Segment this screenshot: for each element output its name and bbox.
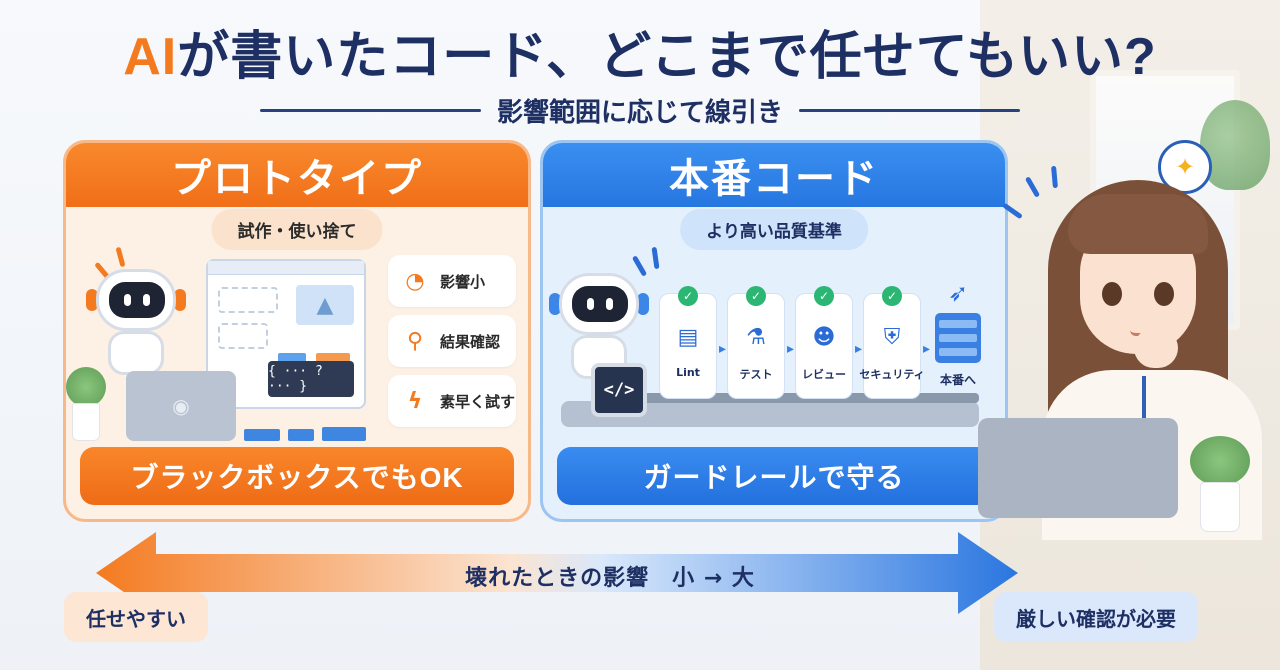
robot-eye <box>587 298 594 310</box>
production-footer: ガードレールで守る <box>557 447 991 505</box>
check-icon: ✓ <box>678 286 698 306</box>
subtitle-row: 影響範囲に応じて線引き <box>260 90 1021 130</box>
feature-quick-try: ϟ 素早く試す <box>388 375 516 427</box>
prototype-footer: ブラックボックスでもOK <box>80 447 514 505</box>
step-label: テスト <box>739 368 773 381</box>
step-label: 本番へ <box>939 373 976 387</box>
plant-leaves <box>66 367 106 407</box>
prototype-pill: 試作・使い捨て <box>211 209 383 250</box>
arrow-right-icon: ▸ <box>719 341 727 357</box>
step-security: ✓ ⛨ セキュリティ <box>859 286 925 399</box>
impact-arrow <box>96 532 1018 614</box>
woman-hand <box>1134 328 1178 368</box>
robot-ear <box>86 289 98 311</box>
lightning-icon: ϟ <box>407 388 423 414</box>
feature-label: 結果確認 <box>440 332 501 351</box>
block-cube <box>244 429 280 441</box>
woman-eye <box>1102 282 1122 306</box>
rocket-icon: ➶ <box>947 279 969 307</box>
robot-ear <box>174 289 186 311</box>
robot-body <box>108 331 164 375</box>
check-icon: ✓ <box>814 286 834 306</box>
title-rest: が書いたコード、どこまで任せてもいい? <box>177 28 1157 86</box>
laptop-icon <box>978 418 1178 518</box>
flask-icon: ⚗ <box>746 324 766 350</box>
arrow-right-icon: ▸ <box>855 341 863 357</box>
mock-placeholder <box>218 323 268 349</box>
arrow-right-icon: ▸ <box>787 341 795 357</box>
robot-head <box>559 273 639 335</box>
robot-face <box>572 286 628 322</box>
document-icon: ▤ <box>677 324 699 350</box>
step-lint: ✓ ▤ Lint <box>659 286 717 399</box>
easy-to-delegate-tag: 任せやすい <box>64 592 208 642</box>
title-ai: AI <box>123 28 178 86</box>
magnifier-icon: ⚲ <box>406 328 424 354</box>
robot-eye <box>124 294 131 306</box>
shield-icon: ⛨ <box>883 324 901 350</box>
subtitle: 影響範囲に応じて線引き <box>497 97 784 128</box>
code-snippet: { ··· ? ··· } <box>268 361 354 397</box>
plant-icon <box>1190 436 1250 536</box>
strict-check-tag: 厳しい確認が必要 <box>994 592 1198 642</box>
page-title: AIが書いたコード、どこまで任せてもいい? <box>0 14 1280 89</box>
robot-eye <box>143 294 150 306</box>
step-label: レビュー <box>802 368 846 381</box>
robot-right <box>549 273 649 383</box>
server-icon <box>935 313 981 363</box>
laptop-icon: ◉ <box>126 371 236 441</box>
production-pill: より高い品質基準 <box>680 209 868 250</box>
arrow-label: 壊れたときの影響 小 → 大 <box>465 566 755 591</box>
robot-left <box>86 269 186 379</box>
step-label: セキュリティ <box>859 368 925 381</box>
robot-face <box>109 282 165 318</box>
feature-small-impact: ◔ 影響小 <box>388 255 516 307</box>
image-icon: ▲ <box>296 285 354 325</box>
spark-icon <box>651 246 660 270</box>
code-tablet: </> <box>591 363 647 417</box>
feature-label: 影響小 <box>440 272 486 291</box>
mock-placeholder <box>218 287 278 313</box>
production-heading: 本番コード <box>543 143 1005 207</box>
background-plant <box>1200 100 1270 190</box>
woman-eye <box>1154 282 1174 306</box>
production-panel: 本番コード より高い品質基準 </> ✓ ▤ Lint ▸ ✓ ⚗ テスト ▸ … <box>540 140 1008 522</box>
plant-pot <box>72 403 100 441</box>
people-icon: ☻ <box>812 324 836 350</box>
check-icon: ✓ <box>882 286 902 306</box>
arrow-right-icon: ▸ <box>923 341 931 357</box>
prototype-panel: プロトタイプ 試作・使い捨て ▲ { ··· ? ··· } ◉ ◔ 影響小 ⚲… <box>63 140 531 522</box>
gauge-icon: ◔ <box>405 268 425 294</box>
feature-check-result: ⚲ 結果確認 <box>388 315 516 367</box>
subtitle-line-right <box>799 108 1021 112</box>
feature-label: 素早く試す <box>440 392 516 411</box>
robot-eye <box>606 298 613 310</box>
robot-ear <box>549 293 561 315</box>
block-cube <box>322 427 366 441</box>
spark-icon <box>115 246 126 268</box>
mock-window-bar <box>208 261 364 275</box>
robot-head <box>96 269 176 331</box>
woman-bangs <box>1068 194 1208 254</box>
step-production: ➶ 本番へ <box>929 279 987 399</box>
plant-pot <box>1200 482 1240 532</box>
step-test: ✓ ⚗ テスト <box>727 286 785 399</box>
plant-leaves <box>1190 436 1250 486</box>
robot-ear <box>637 293 649 315</box>
plant-icon <box>66 367 106 445</box>
step-review: ✓ ☻ レビュー <box>795 286 853 399</box>
check-icon: ✓ <box>746 286 766 306</box>
subtitle-line-left <box>260 108 481 112</box>
step-label: Lint <box>676 366 700 379</box>
block-cube <box>288 429 314 441</box>
prototype-heading: プロトタイプ <box>66 143 528 207</box>
